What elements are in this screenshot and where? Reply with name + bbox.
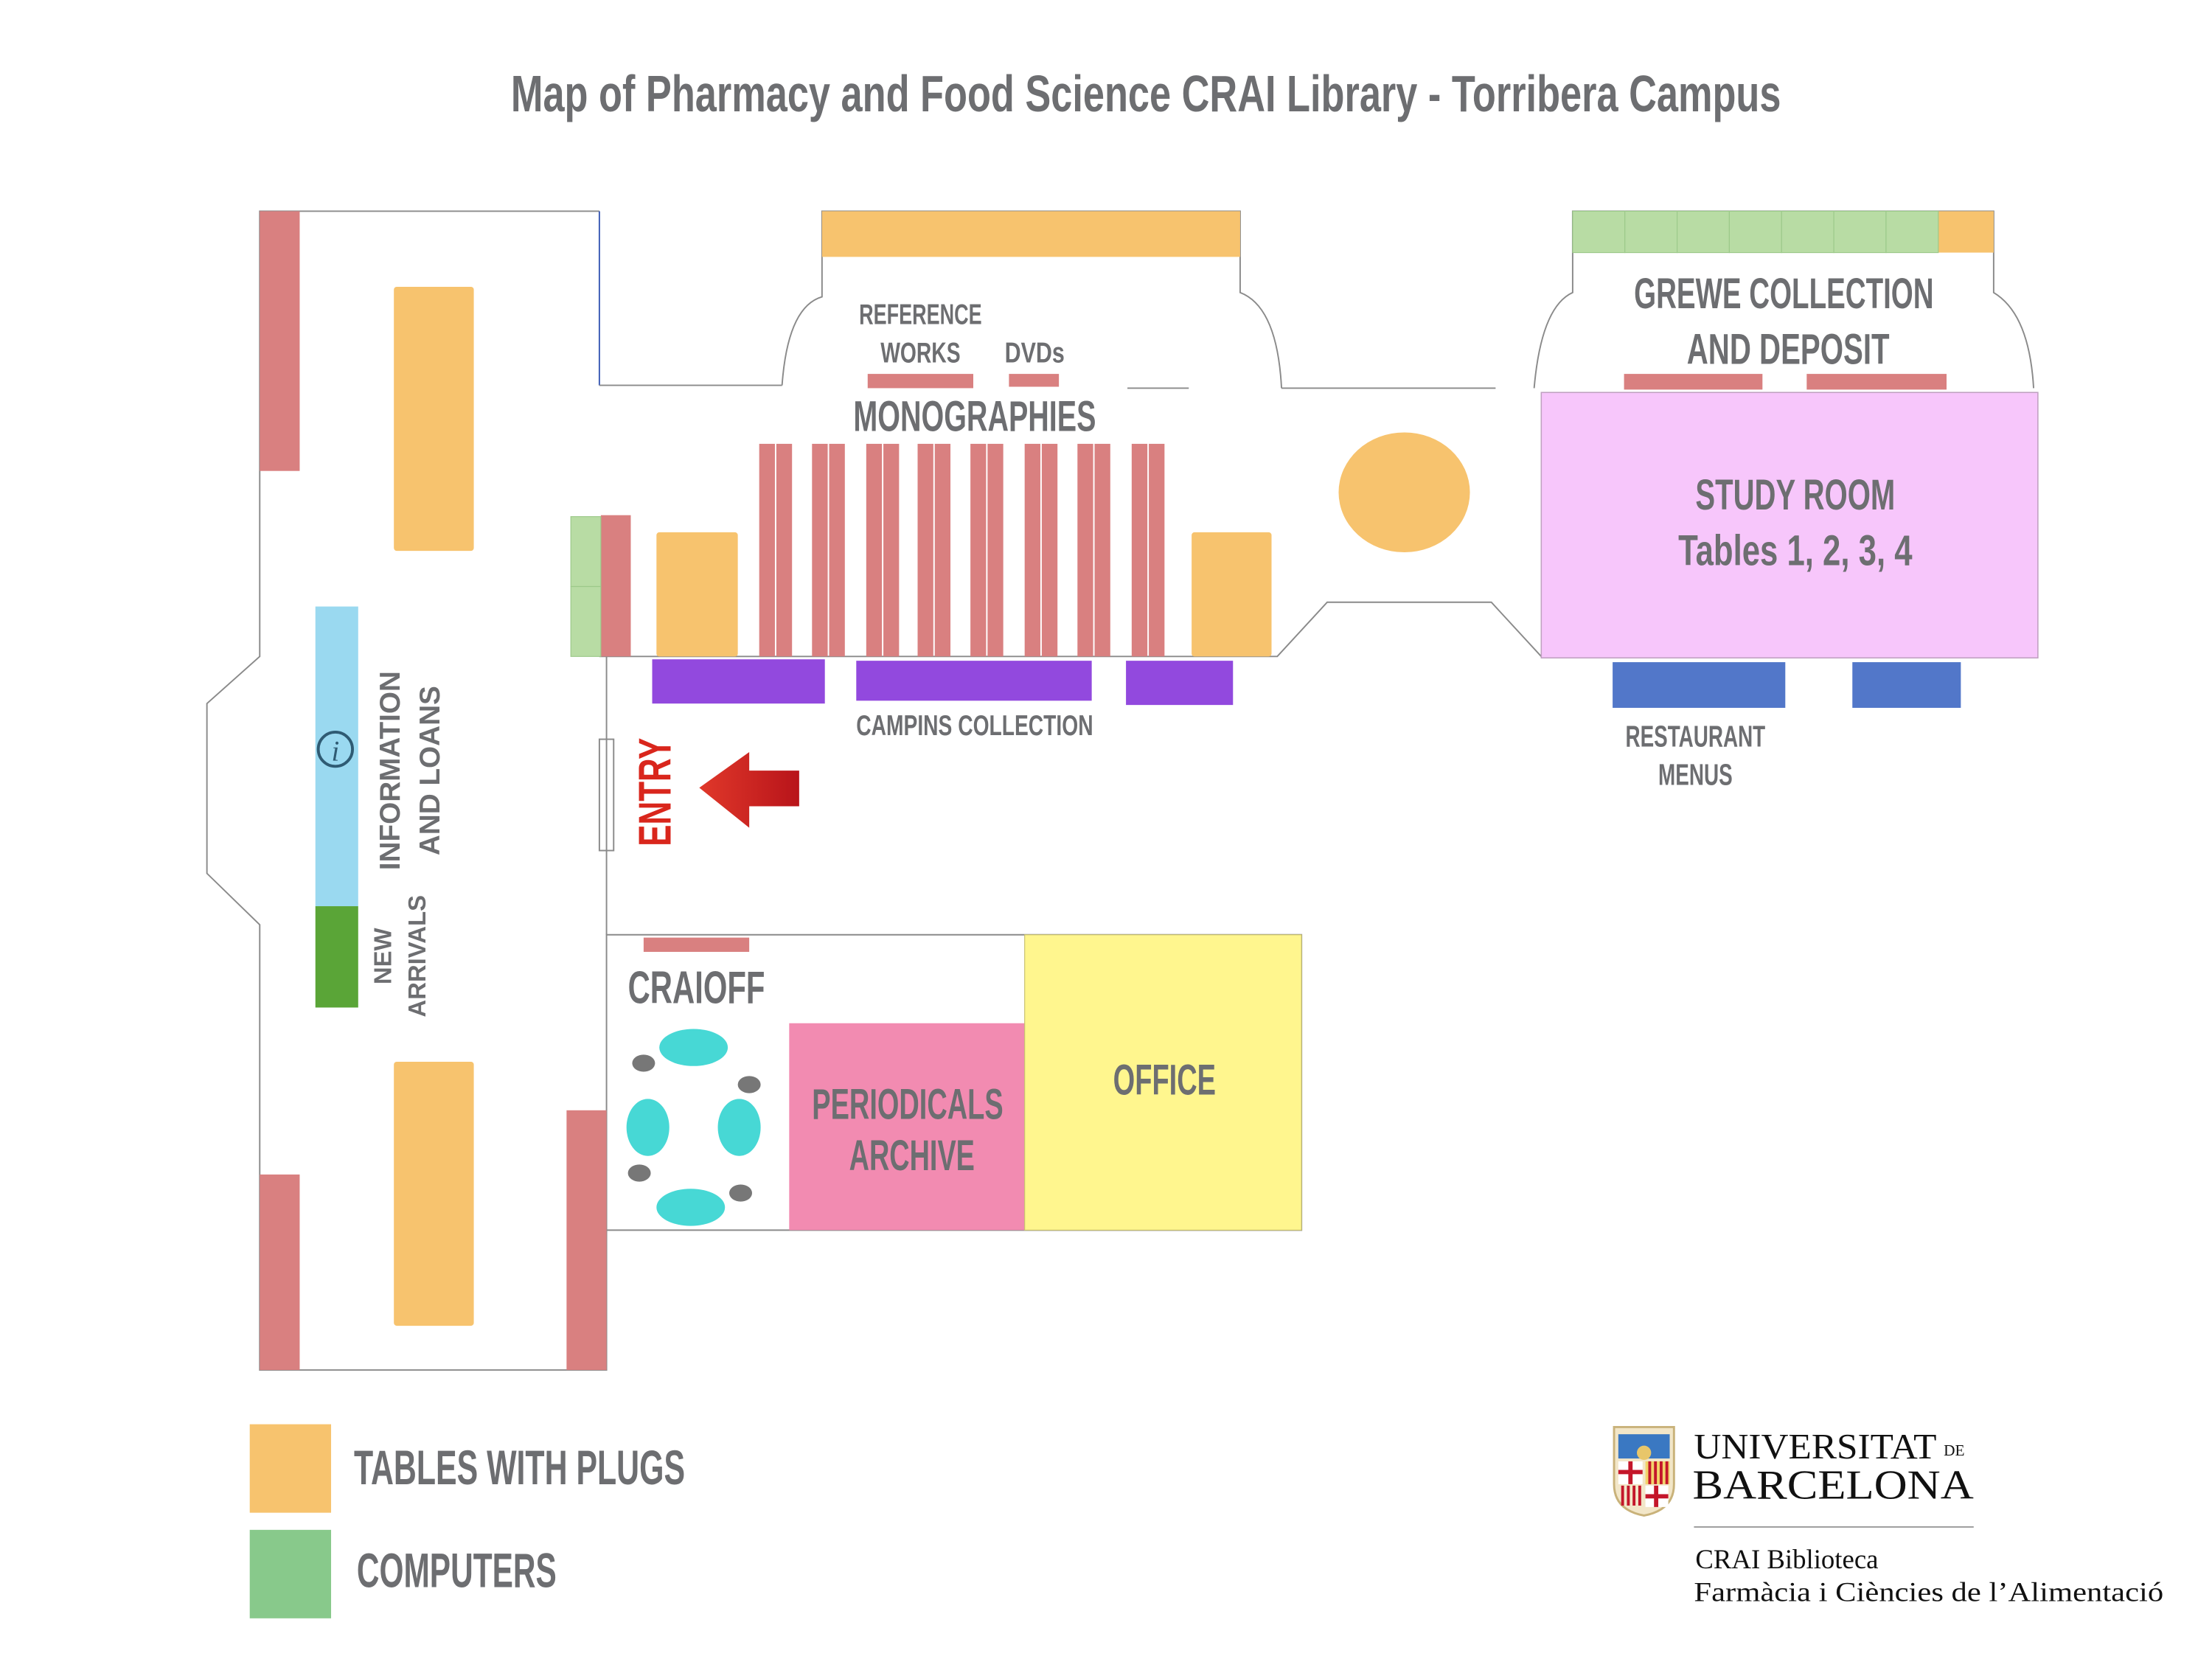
bookshelf bbox=[883, 443, 900, 657]
craioff-stools bbox=[627, 1054, 761, 1202]
new-arrivals-label-2: ARRIVALS bbox=[403, 895, 431, 1018]
bookshelf bbox=[1024, 443, 1040, 657]
computer-station bbox=[1885, 210, 1939, 254]
info-icon-glyph: i bbox=[331, 737, 339, 768]
computer-station bbox=[1728, 210, 1782, 254]
legend-label-computers: COMPUTERS bbox=[357, 1543, 557, 1597]
shelves bbox=[260, 211, 1947, 1371]
bookshelf bbox=[776, 443, 793, 657]
craioff-seating bbox=[626, 1029, 761, 1226]
computer-station bbox=[1624, 210, 1678, 254]
bookshelf bbox=[970, 443, 987, 657]
computer-station bbox=[1833, 210, 1887, 254]
computer-station bbox=[1781, 210, 1834, 254]
logo-de: DE bbox=[1944, 1441, 1964, 1459]
computers bbox=[570, 210, 1939, 657]
bookshelf bbox=[1149, 443, 1165, 657]
periodicals-label-2: ARCHIVE bbox=[849, 1132, 975, 1180]
monographies-shelves bbox=[759, 443, 1165, 657]
information-label: INFORMATION bbox=[375, 671, 406, 870]
bookshelf bbox=[987, 443, 1004, 657]
bookshelf bbox=[812, 443, 828, 657]
legend-swatch-computers bbox=[249, 1529, 332, 1618]
entry-arrow-icon bbox=[699, 752, 799, 828]
periodicals-label-1: PERIODICALS bbox=[812, 1080, 1003, 1128]
loans-label: AND LOANS bbox=[414, 686, 446, 855]
restaurant-menus-1 bbox=[1613, 662, 1786, 708]
entry-label: ENTRY bbox=[630, 738, 681, 846]
restaurant-label-1: RESTAURANT bbox=[1626, 719, 1766, 753]
office-label: OFFICE bbox=[1113, 1057, 1216, 1105]
grewe-label-2: AND DEPOSIT bbox=[1687, 326, 1890, 374]
campins-label: CAMPINS COLLECTION bbox=[856, 710, 1093, 742]
restaurant-menus-2 bbox=[1852, 662, 1961, 708]
new-arrivals-label-1: NEW bbox=[369, 927, 396, 984]
legend-swatch-plugs bbox=[249, 1424, 332, 1513]
bookshelf bbox=[866, 443, 883, 657]
new-arrivals-shelf bbox=[315, 906, 358, 1008]
monographies-label: MONOGRAPHIES bbox=[853, 393, 1096, 441]
logo-crai: CRAI Biblioteca bbox=[1695, 1544, 1878, 1574]
university-logo: UNIVERSITAT DE BARCELONA CRAI Biblioteca… bbox=[1613, 1426, 2163, 1607]
study-room-label: STUDY ROOM bbox=[1695, 471, 1895, 519]
study-room-tables: Tables 1, 2, 3, 4 bbox=[1678, 526, 1912, 574]
office bbox=[1024, 934, 1302, 1231]
bookshelf bbox=[759, 443, 775, 657]
computer-station bbox=[1676, 210, 1730, 254]
study-room bbox=[1540, 392, 2039, 659]
grewe-label-1: GREWE COLLECTION bbox=[1634, 270, 1933, 318]
legend: TABLES WITH PLUGS COMPUTERS bbox=[249, 1424, 685, 1618]
logo-faculty: Farmàcia i Ciències de l’Alimentació bbox=[1694, 1577, 2163, 1607]
bookshelf bbox=[1094, 443, 1110, 657]
legend-label-plugs: TABLES WITH PLUGS bbox=[354, 1440, 685, 1495]
map-title: Map of Pharmacy and Food Science CRAI Li… bbox=[511, 65, 1781, 122]
reference-label-2: WORKS bbox=[880, 338, 960, 369]
university-seal-icon bbox=[1613, 1426, 1675, 1517]
logo-university: UNIVERSITAT bbox=[1694, 1427, 1936, 1467]
dvds-label: DVDs bbox=[1005, 338, 1065, 369]
craioff-label: CRAIOFF bbox=[628, 963, 765, 1014]
campins-collection bbox=[652, 659, 1234, 706]
reference-label-1: REFERENCE bbox=[859, 299, 981, 330]
restaurant-label-2: MENUS bbox=[1658, 758, 1733, 792]
computer-station bbox=[1572, 210, 1626, 254]
tables-with-plugs bbox=[394, 211, 1994, 1326]
bookshelf bbox=[1041, 443, 1058, 657]
logo-barcelona: BARCELONA bbox=[1692, 1462, 1974, 1508]
bookshelf bbox=[1077, 443, 1093, 657]
bookshelf bbox=[917, 443, 933, 657]
periodicals-archive bbox=[789, 1023, 1025, 1231]
bookshelf bbox=[829, 443, 845, 657]
bookshelf bbox=[1131, 443, 1148, 657]
info-icon bbox=[316, 730, 355, 768]
bookshelf bbox=[934, 443, 951, 657]
